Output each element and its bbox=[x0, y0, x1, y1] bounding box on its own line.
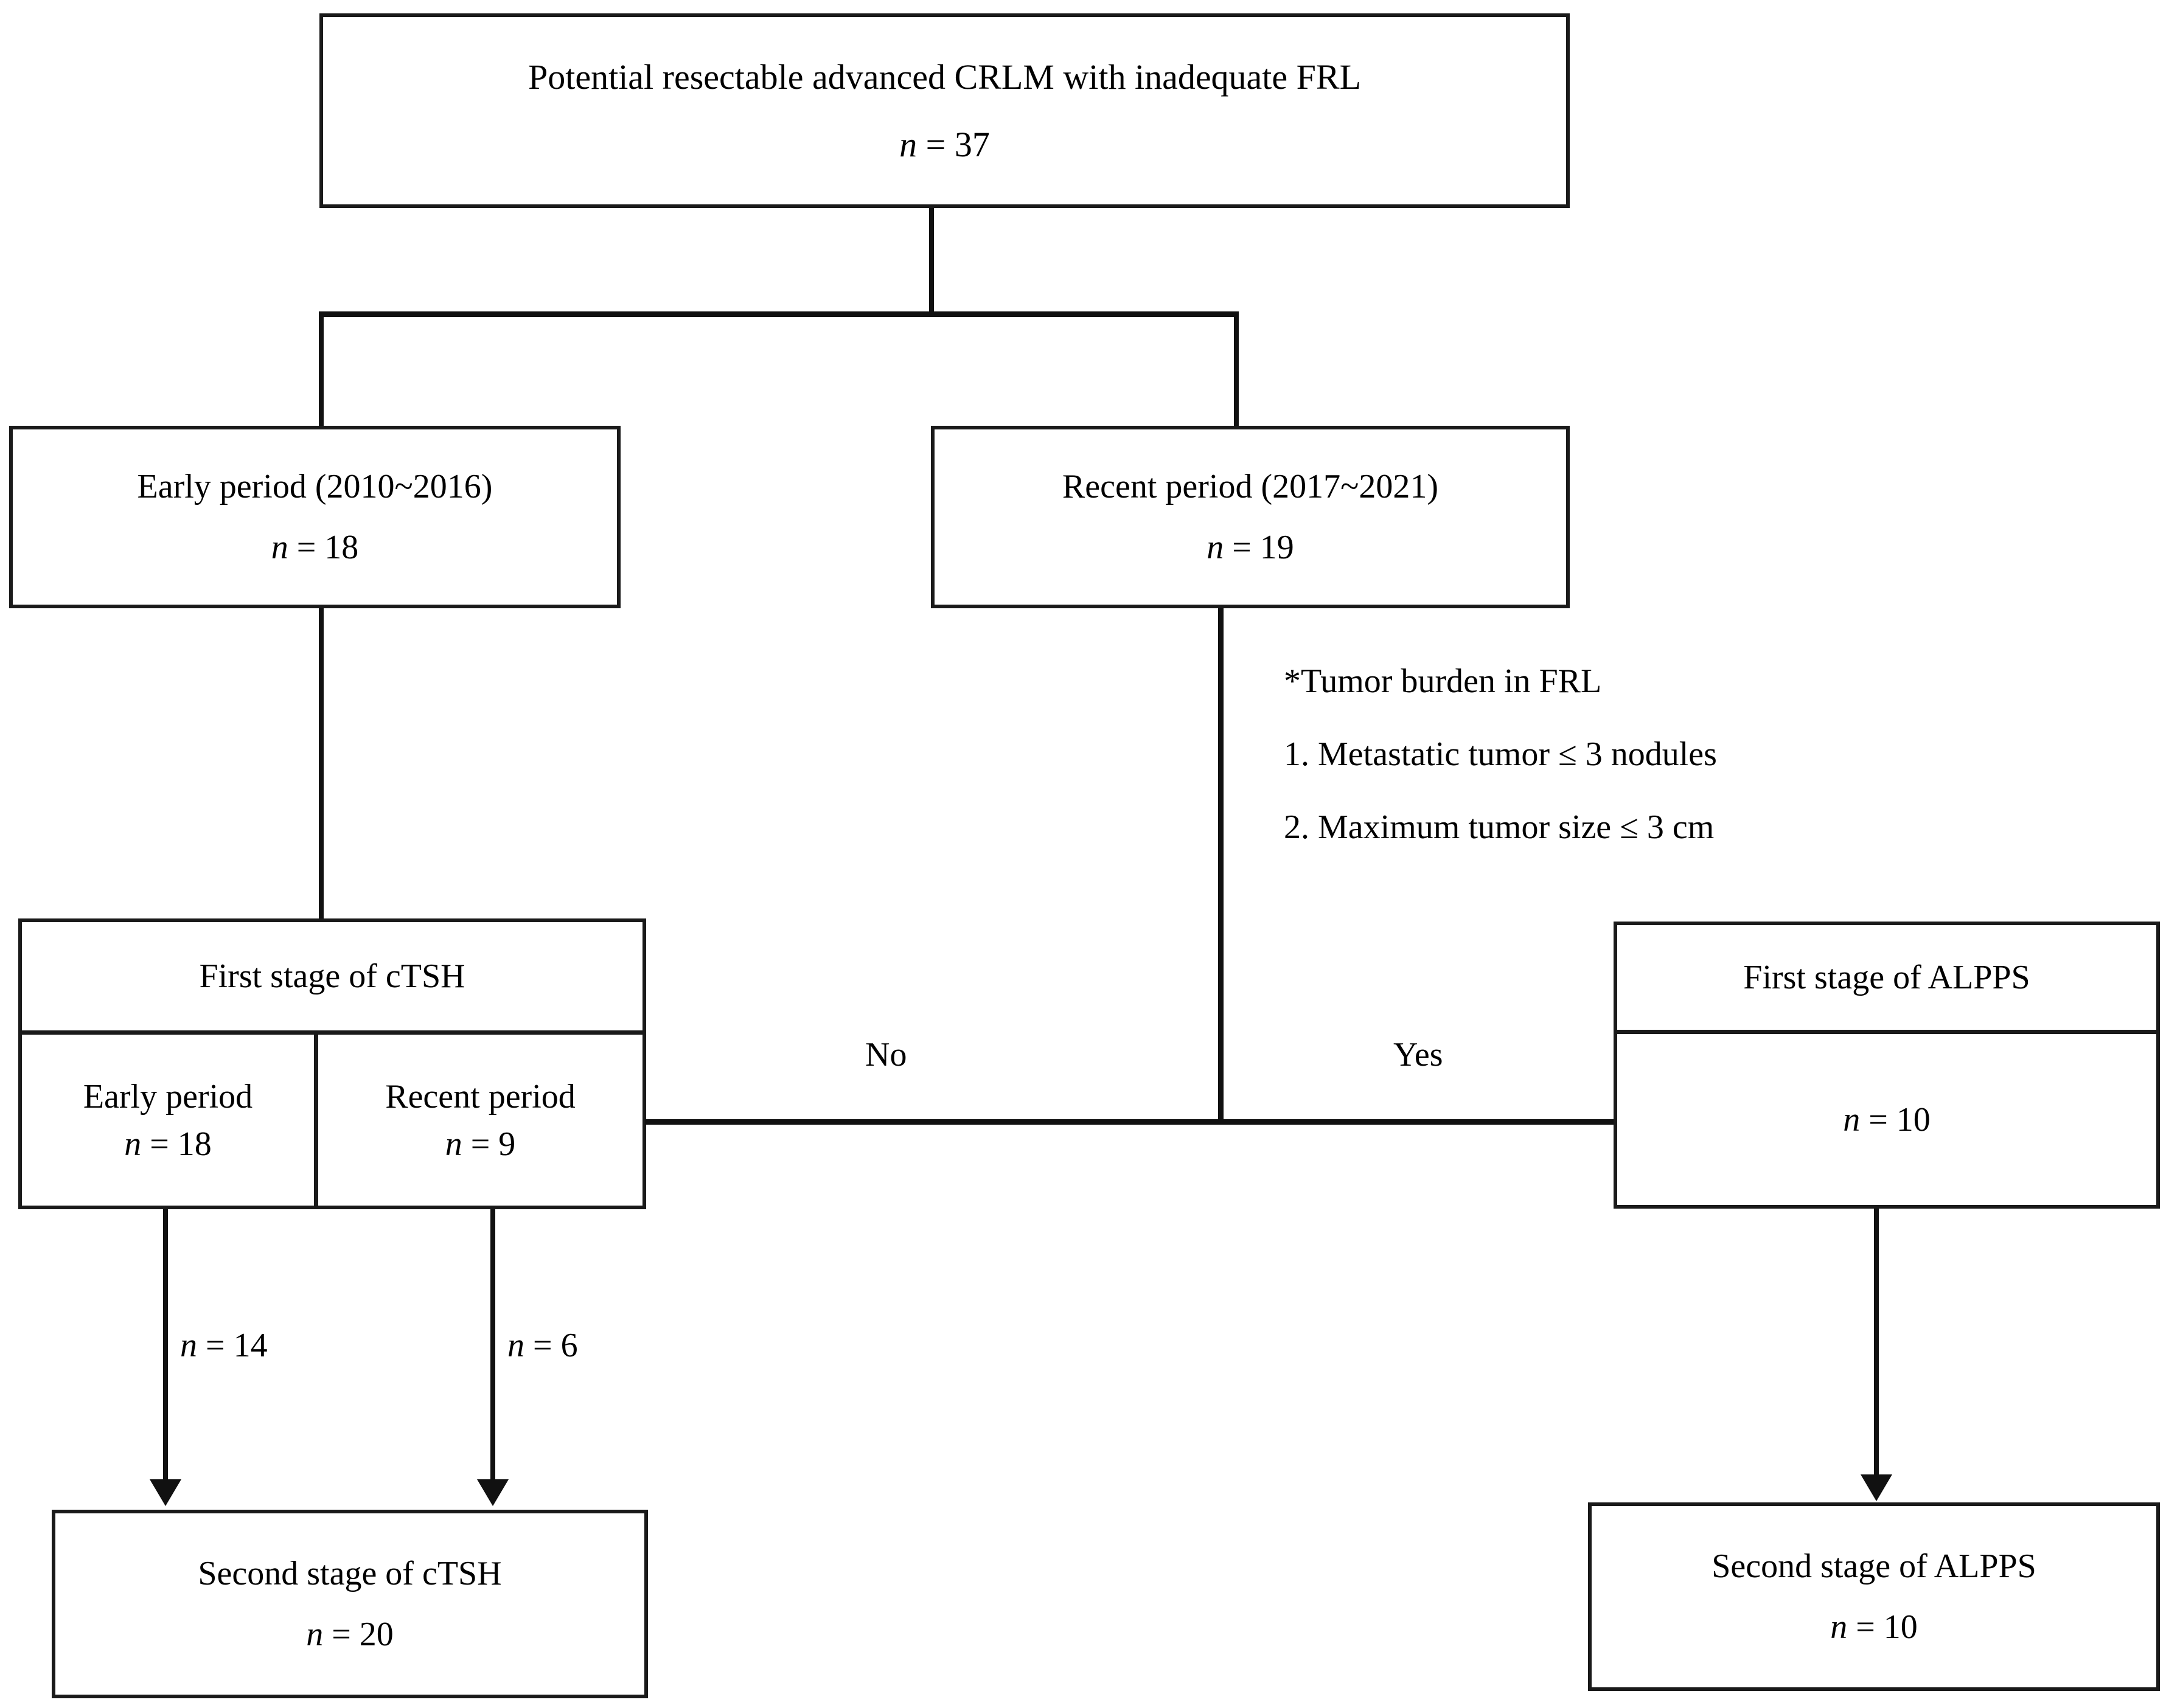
node-early-period-n-symbol: n bbox=[271, 529, 288, 566]
connector-split-right-drop bbox=[1234, 311, 1239, 427]
arrow-shaft-alpps bbox=[1874, 1209, 1879, 1479]
arrow-shaft-ctsh-early bbox=[163, 1209, 168, 1484]
edge-label-no: No bbox=[865, 1036, 907, 1074]
arrow-head-ctsh-early bbox=[150, 1479, 181, 1506]
node-early-period-count: n = 18 bbox=[271, 522, 359, 573]
node-recent-period-eq: = bbox=[1224, 529, 1260, 566]
node-root-box: Potential resectable advanced CRLM with … bbox=[319, 13, 1570, 208]
connector-split-left-drop bbox=[319, 311, 324, 427]
edge-label-ctsh-recent-eq: = bbox=[524, 1327, 561, 1364]
node-second-stage-ctsh-count: n = 20 bbox=[306, 1609, 394, 1660]
node-second-stage-alpps-label: Second stage of ALPPS bbox=[1712, 1547, 2036, 1585]
node-first-stage-alpps-n-value: 10 bbox=[1896, 1100, 1931, 1139]
node-early-period-box: Early period (2010~2016) n = 18 bbox=[9, 426, 621, 608]
node-first-stage-ctsh-cell-divider bbox=[314, 1035, 318, 1206]
node-second-stage-alpps-count: n = 10 bbox=[1830, 1602, 1918, 1653]
arrow-head-alpps bbox=[1861, 1474, 1892, 1501]
edge-label-ctsh-early-n-symbol: n bbox=[180, 1327, 197, 1364]
edge-label-ctsh-recent-n-value: 6 bbox=[560, 1327, 578, 1364]
connector-decision-line bbox=[645, 1119, 1618, 1125]
node-ctsh-cell-early-label: Early period bbox=[83, 1077, 253, 1116]
node-first-stage-alpps-box: First stage of ALPPS n = 10 bbox=[1614, 922, 2160, 1209]
node-recent-period-count: n = 19 bbox=[1207, 522, 1294, 573]
node-first-stage-ctsh-box: First stage of cTSH Early period n = 18 … bbox=[18, 918, 646, 1209]
node-second-stage-alpps-n-value: 10 bbox=[1883, 1608, 1918, 1646]
node-root-count: n = 37 bbox=[899, 118, 990, 171]
edge-label-ctsh-recent-n-symbol: n bbox=[507, 1327, 524, 1364]
node-second-stage-ctsh-label: Second stage of cTSH bbox=[198, 1555, 502, 1592]
node-second-stage-ctsh-n-symbol: n bbox=[306, 1616, 324, 1653]
arrow-head-ctsh-recent bbox=[477, 1479, 509, 1506]
node-recent-period-n-symbol: n bbox=[1207, 529, 1224, 566]
node-root-n-value: 37 bbox=[954, 125, 990, 164]
node-second-stage-alpps-eq: = bbox=[1847, 1608, 1884, 1646]
node-recent-period-box: Recent period (2017~2021) n = 19 bbox=[931, 426, 1570, 608]
node-first-stage-alpps-eq: = bbox=[1860, 1100, 1896, 1139]
node-ctsh-cell-recent-eq: = bbox=[462, 1125, 499, 1163]
annotation-title: *Tumor burden in FRL bbox=[1284, 662, 1602, 700]
node-first-stage-alpps-body: n = 10 bbox=[1617, 1034, 2156, 1205]
edge-label-ctsh-early-n-value: 14 bbox=[233, 1327, 268, 1364]
node-root-eq: = bbox=[917, 125, 955, 164]
node-recent-period-label: Recent period (2017~2021) bbox=[1062, 468, 1439, 505]
node-ctsh-cell-recent-n-symbol: n bbox=[445, 1125, 462, 1163]
node-ctsh-cell-early-count: n = 18 bbox=[124, 1125, 212, 1164]
node-first-stage-ctsh-header-divider bbox=[22, 1030, 642, 1035]
node-second-stage-ctsh-eq: = bbox=[323, 1616, 360, 1653]
node-second-stage-alpps-n-symbol: n bbox=[1830, 1608, 1848, 1646]
node-ctsh-cell-recent-label: Recent period bbox=[385, 1077, 576, 1116]
connector-split-bar bbox=[319, 311, 1239, 317]
node-root-n-symbol: n bbox=[899, 125, 918, 164]
node-ctsh-cell-early: Early period n = 18 bbox=[22, 1035, 314, 1206]
node-ctsh-cell-recent-count: n = 9 bbox=[445, 1125, 516, 1164]
node-early-period-eq: = bbox=[288, 529, 325, 566]
node-root-label: Potential resectable advanced CRLM with … bbox=[528, 57, 1362, 97]
node-first-stage-alpps-n-symbol: n bbox=[1843, 1100, 1861, 1139]
edge-label-yes: Yes bbox=[1393, 1036, 1443, 1074]
node-ctsh-cell-early-n-symbol: n bbox=[124, 1125, 142, 1163]
connector-early-to-ctsh bbox=[319, 608, 324, 920]
node-ctsh-cell-recent-n-value: 9 bbox=[498, 1125, 516, 1163]
node-first-stage-alpps-header: First stage of ALPPS bbox=[1743, 959, 2030, 996]
node-ctsh-cell-early-n-value: 18 bbox=[177, 1125, 212, 1163]
node-second-stage-ctsh-box: Second stage of cTSH n = 20 bbox=[52, 1510, 648, 1698]
edge-label-ctsh-early-count: n = 14 bbox=[180, 1326, 268, 1365]
arrow-shaft-ctsh-recent bbox=[490, 1209, 495, 1484]
node-second-stage-alpps-box: Second stage of ALPPS n = 10 bbox=[1588, 1502, 2160, 1691]
connector-recent-to-decision bbox=[1218, 608, 1224, 1124]
node-ctsh-cell-recent: Recent period n = 9 bbox=[318, 1035, 642, 1206]
node-recent-period-n-value: 19 bbox=[1259, 529, 1294, 566]
annotation-item-1: 1. Metastatic tumor ≤ 3 nodules bbox=[1284, 735, 1717, 773]
node-early-period-n-value: 18 bbox=[324, 529, 359, 566]
annotation-item-2: 2. Maximum tumor size ≤ 3 cm bbox=[1284, 808, 1715, 846]
node-early-period-label: Early period (2010~2016) bbox=[137, 468, 493, 505]
node-ctsh-cell-early-eq: = bbox=[141, 1125, 178, 1163]
node-first-stage-alpps-header-divider bbox=[1617, 1030, 2156, 1034]
node-second-stage-ctsh-n-value: 20 bbox=[359, 1616, 394, 1653]
edge-label-ctsh-recent-count: n = 6 bbox=[507, 1326, 578, 1365]
node-first-stage-ctsh-header: First stage of cTSH bbox=[199, 957, 465, 995]
edge-label-ctsh-early-eq: = bbox=[197, 1327, 234, 1364]
node-first-stage-alpps-count: n = 10 bbox=[1843, 1100, 1931, 1139]
connector-root-trunk bbox=[929, 208, 934, 315]
